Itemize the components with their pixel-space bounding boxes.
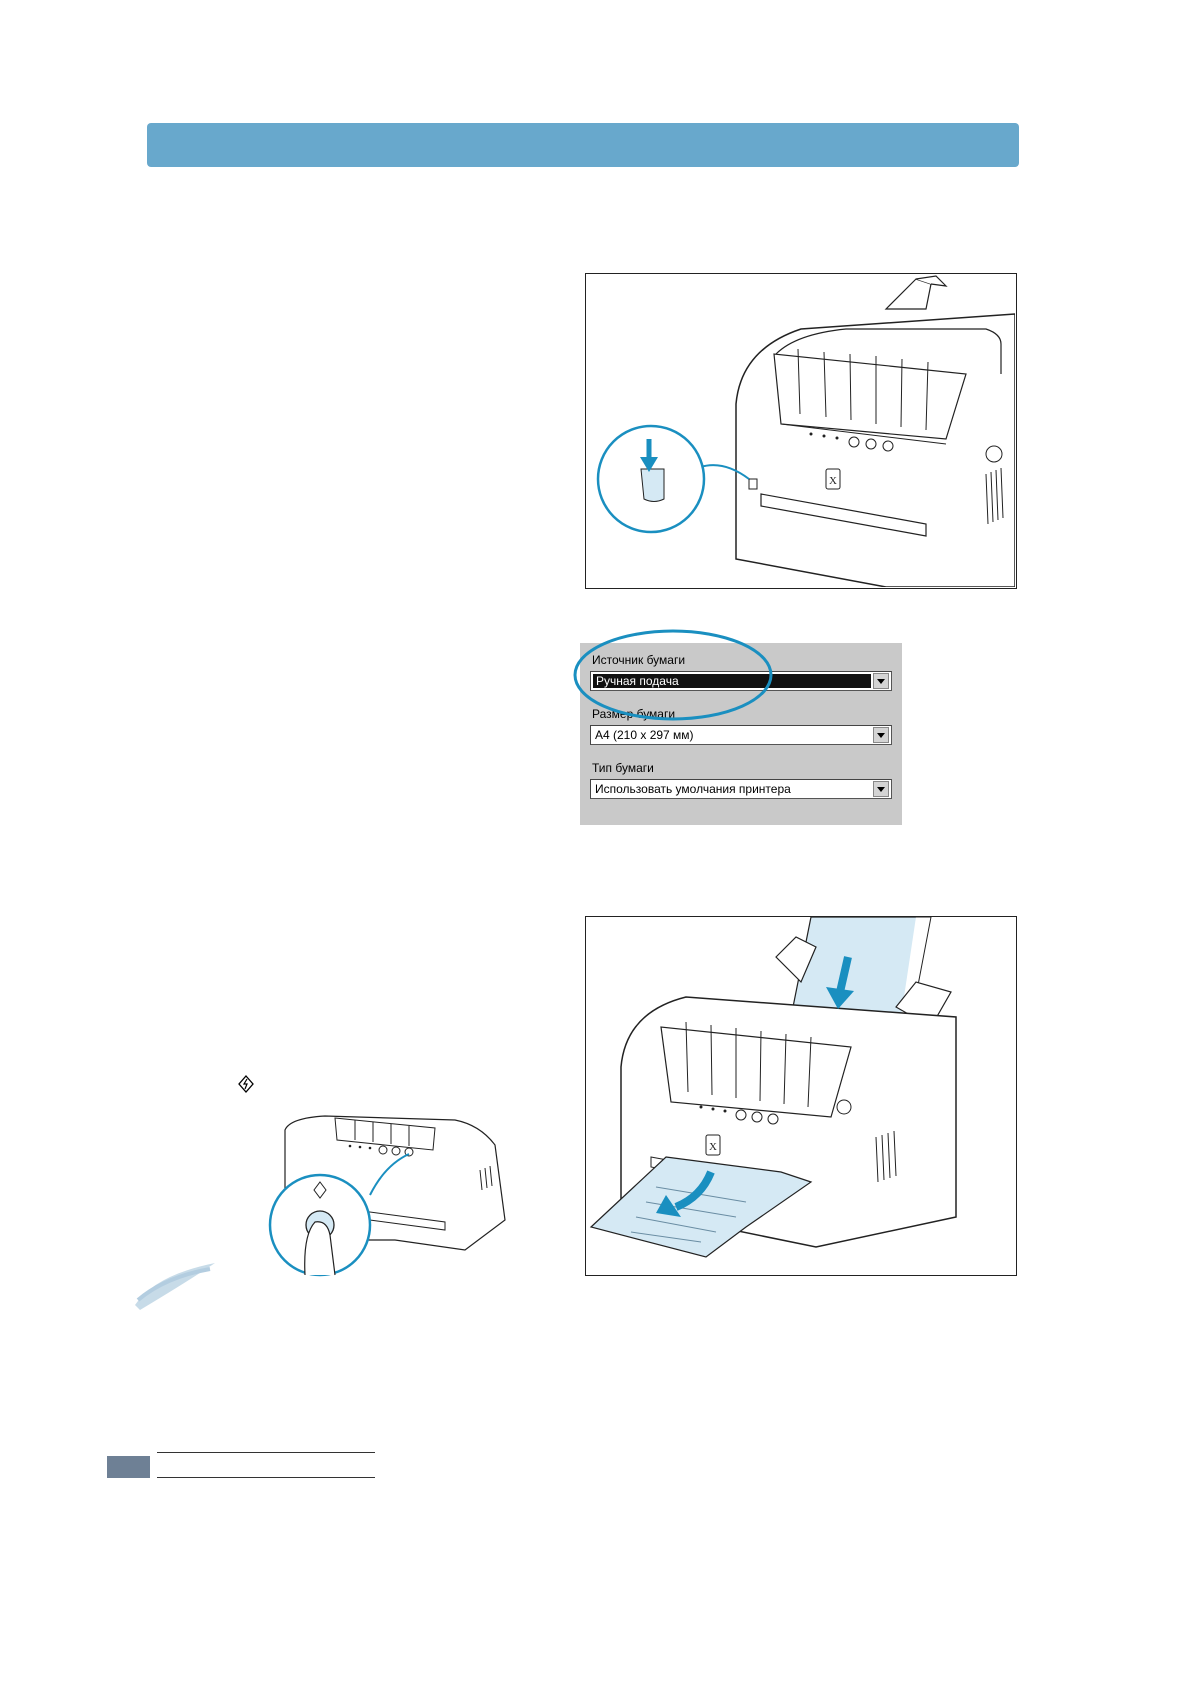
paper-size-value: А4 (210 x 297 мм) [595, 728, 694, 742]
note-brush-icon [135, 1263, 215, 1310]
footer-rule-bottom [157, 1477, 375, 1478]
start-button-press-figure [268, 1115, 506, 1277]
paper-source-label: Источник бумаги [592, 653, 686, 667]
paper-settings-dialog: Источник бумаги Ручная подача Размер бум… [573, 629, 902, 825]
paper-type-label: Тип бумаги [592, 761, 654, 775]
paper-source-value: Ручная подача [593, 674, 871, 688]
footer-rule-top [157, 1452, 375, 1453]
svg-text:X: X [829, 475, 837, 487]
start-diamond-icon [238, 1075, 254, 1093]
printer-illustration: X [596, 275, 1016, 588]
chevron-down-icon[interactable] [873, 673, 889, 689]
paper-type-select[interactable]: Использовать умолчания принтера [590, 779, 892, 799]
paper-type-value: Использовать умолчания принтера [595, 782, 791, 796]
highlight-ellipse [573, 629, 773, 721]
x-logo-icon: X [705, 1134, 721, 1156]
section-header-band [147, 123, 1019, 167]
chevron-down-icon[interactable] [873, 781, 889, 797]
chevron-down-icon[interactable] [873, 727, 889, 743]
paper-source-select[interactable]: Ручная подача [590, 671, 892, 691]
printer-feed-illustration: X [589, 916, 957, 1258]
svg-text:X: X [709, 1141, 717, 1153]
printer-manual-feed-lever-figure: X [585, 273, 1017, 589]
paper-size-select[interactable]: А4 (210 x 297 мм) [590, 725, 892, 745]
printer-paper-feed-figure: X [585, 916, 1017, 1276]
page-number-box [107, 1456, 150, 1478]
x-logo-icon: X [825, 468, 841, 490]
